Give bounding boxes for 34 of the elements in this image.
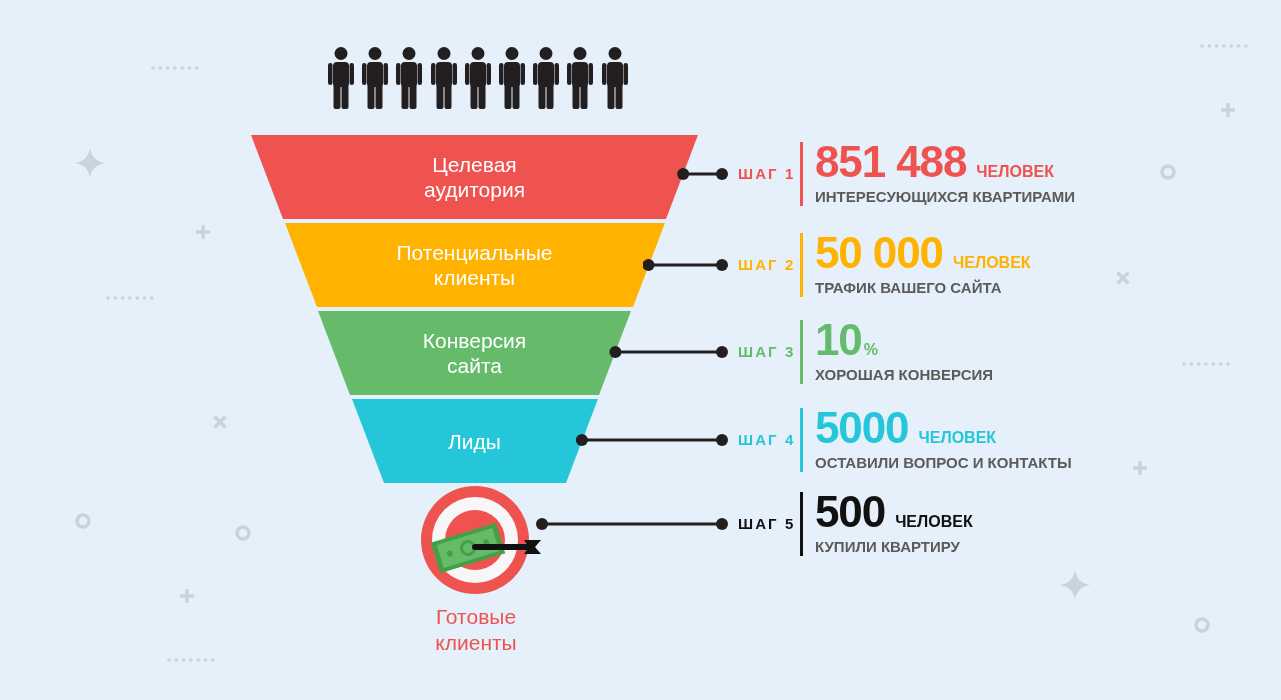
stage-label: Потенциальные клиенты bbox=[395, 240, 554, 290]
count-value: 10 bbox=[815, 320, 862, 360]
count-unit: ЧЕЛОВЕК bbox=[953, 253, 1031, 273]
step-label: ШАГ 3 bbox=[738, 341, 796, 362]
stage-label: Лиды bbox=[448, 428, 501, 454]
count-value: 500 bbox=[815, 492, 886, 532]
connector-line bbox=[677, 168, 728, 180]
step-label: ШАГ 2 bbox=[738, 254, 796, 275]
funnel-band bbox=[351, 399, 598, 483]
connector-line bbox=[609, 346, 728, 358]
count-unit: ЧЕЛОВЕК bbox=[918, 428, 997, 448]
step-label: ШАГ 4 bbox=[738, 429, 796, 450]
step-label: ШАГ 1 bbox=[738, 163, 796, 184]
connector-line bbox=[536, 518, 728, 530]
step-description: ХОРОШАЯ КОНВЕРСИЯ bbox=[815, 366, 994, 384]
stage-label: Целевая аудитория bbox=[422, 152, 527, 202]
step-label: ШАГ 5 bbox=[738, 513, 796, 534]
count-unit: ЧЕЛОВЕК bbox=[976, 162, 1054, 182]
connector-line bbox=[575, 434, 728, 446]
connector-line bbox=[642, 259, 728, 271]
count-value: 50 000 bbox=[815, 233, 943, 273]
step-description: ОСТАВИЛИ ВОПРОС И КОНТАКТЫ bbox=[815, 454, 1072, 472]
count-unit: % bbox=[863, 340, 878, 360]
step-description: ИНТЕРЕСУЮЩИХСЯ КВАРТИРАМИ bbox=[815, 188, 1076, 206]
step-description: КУПИЛИ КВАРТИРУ bbox=[815, 538, 961, 556]
count-value: 851 488 bbox=[815, 142, 967, 182]
count-unit: ЧЕЛОВЕК bbox=[895, 512, 973, 532]
stage-label: Конверсия сайта bbox=[421, 328, 528, 378]
count-value: 5000 bbox=[815, 408, 909, 448]
funnel-band bbox=[251, 135, 698, 219]
funnel-band bbox=[318, 311, 631, 395]
step-description: ТРАФИК ВАШЕГО САЙТА bbox=[815, 279, 1003, 297]
stage-label: Готовые клиенты bbox=[434, 604, 518, 656]
funnel-band bbox=[284, 223, 665, 307]
